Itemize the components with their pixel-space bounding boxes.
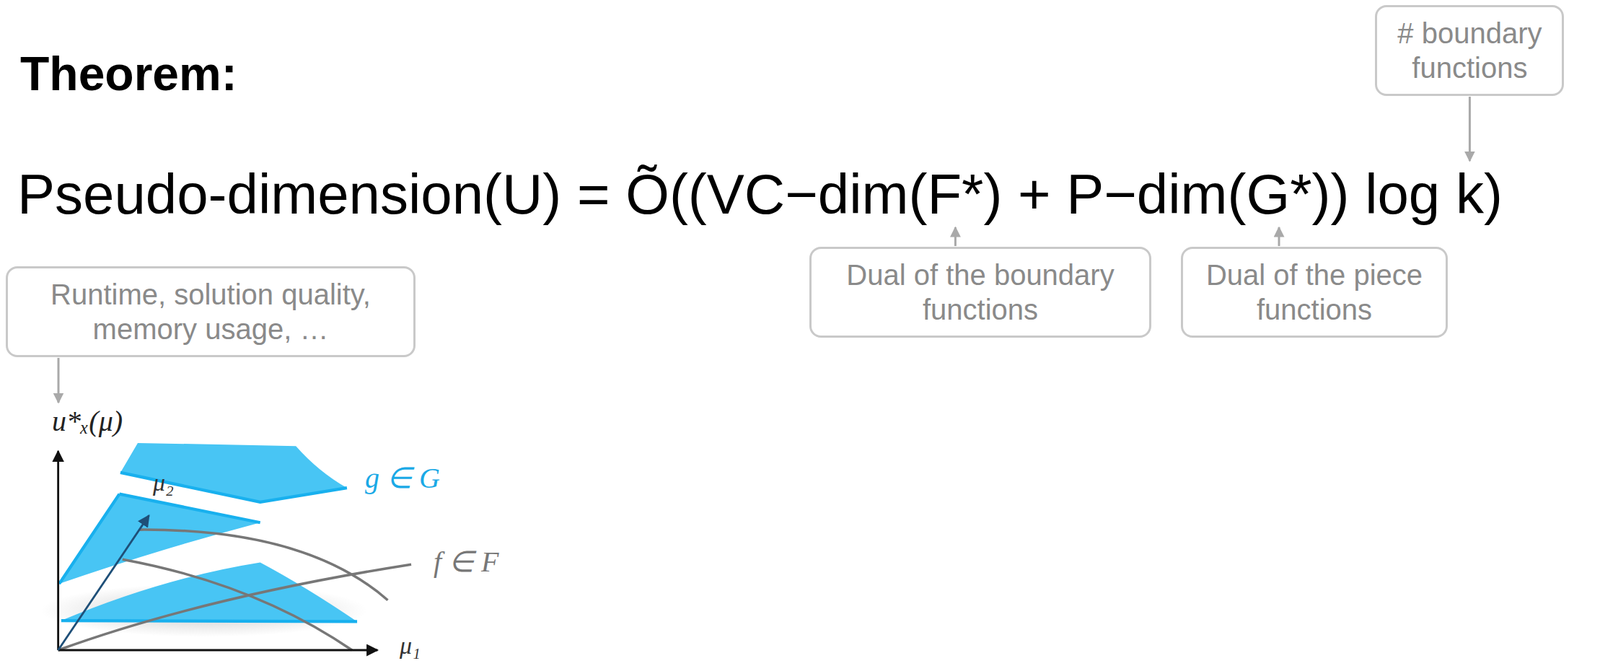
- boundary-curve: [122, 559, 353, 650]
- axis: [58, 649, 378, 652]
- callout-text: Runtime, solution quality, memory usage,…: [18, 277, 404, 347]
- boundary-curve: [58, 564, 412, 650]
- surface-edge: [59, 494, 261, 584]
- leader-arrow: [1468, 96, 1471, 161]
- theorem-heading: Theorem:: [20, 47, 238, 101]
- axis: [58, 515, 150, 650]
- callout-text: Dual of the piece functions: [1193, 257, 1436, 327]
- boundary-curve: [139, 529, 389, 601]
- callout-box: Runtime, solution quality, memory usage,…: [5, 266, 416, 358]
- leader-arrow: [57, 357, 60, 403]
- piece-surface: [120, 442, 347, 503]
- boundary-label: f ∈ F: [433, 546, 500, 578]
- callout-box: # boundary functions: [1374, 5, 1564, 96]
- axis-label: μ₂: [152, 468, 174, 496]
- theorem-formula: Pseudo-dimension(U) = Õ((VC−dim(F*) + P−…: [17, 163, 1503, 226]
- piece-surface: [61, 561, 358, 622]
- surface-edge: [61, 620, 358, 622]
- callout-box: Dual of the piece functions: [1180, 246, 1448, 338]
- axis-label: u*ₓ(μ): [51, 405, 123, 438]
- callout-text: # boundary functions: [1387, 15, 1552, 86]
- axis-label: μ₁: [399, 631, 421, 659]
- callout-box: Dual of the boundary functions: [809, 246, 1152, 338]
- leader-arrow: [954, 227, 957, 246]
- leader-arrow: [1278, 227, 1281, 246]
- axis: [56, 450, 60, 650]
- piece-label: g ∈ G: [365, 462, 441, 495]
- callout-text: Dual of the boundary functions: [821, 257, 1140, 327]
- piece-surface: [59, 494, 261, 584]
